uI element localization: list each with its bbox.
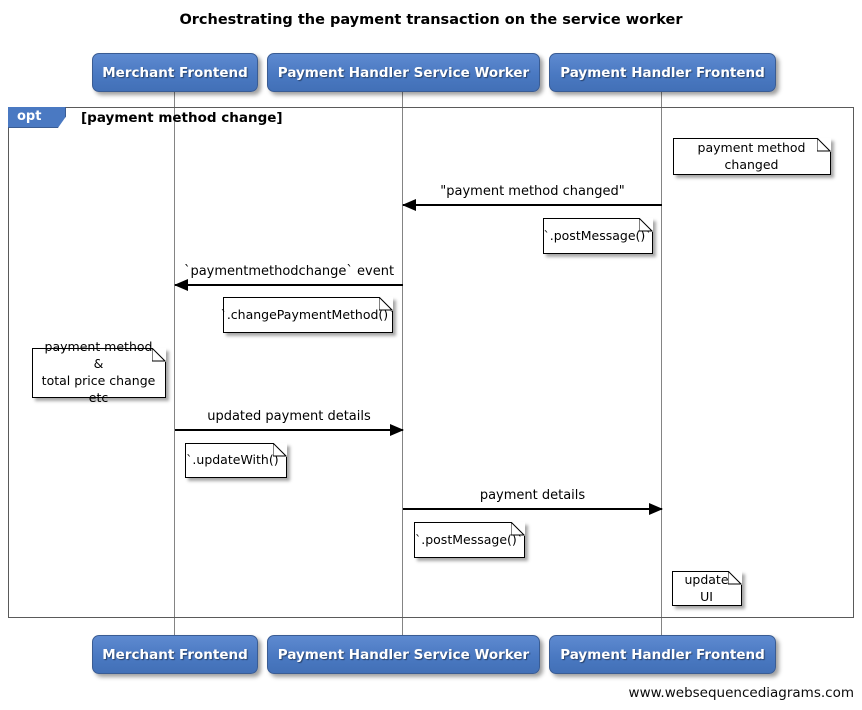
participant-merchant-frontend-bottom: Merchant Frontend xyxy=(92,635,258,674)
arrowhead-right-icon xyxy=(390,424,404,436)
message-line xyxy=(403,503,663,515)
participant-payment-handler-service-worker-top: Payment Handler Service Worker xyxy=(267,53,540,92)
note-postmessage-2: `.postMessage()` xyxy=(414,520,527,558)
watermark: www.websequencediagrams.com xyxy=(628,685,854,701)
note-text: `.postMessage()` xyxy=(415,531,524,547)
note-fold-icon xyxy=(635,216,655,236)
message-line xyxy=(175,424,404,436)
arrowhead-left-icon xyxy=(402,199,416,211)
note-updatewith: `.updateWith()` xyxy=(185,441,289,478)
opt-fragment-condition: [payment method change] xyxy=(81,110,283,126)
message-updated-payment-details: updated payment details xyxy=(175,409,404,436)
note-update-ui: update UI xyxy=(672,569,744,606)
note-text: payment method changed xyxy=(697,139,806,172)
note-text: payment method & total price change etc xyxy=(41,339,156,405)
message-payment-method-changed: "payment method changed" xyxy=(402,184,662,211)
message-line xyxy=(402,199,662,211)
note-text: `.changePaymentMethod()` xyxy=(220,306,395,322)
note-text: `.updateWith()` xyxy=(186,452,285,468)
lifeline-payment-handler-frontend xyxy=(661,92,662,635)
message-label: `paymentmethodchange` event xyxy=(183,264,395,279)
message-label: payment details xyxy=(479,488,586,503)
note-postmessage-1: `.postMessage()` xyxy=(543,216,655,254)
note-fold-icon xyxy=(375,295,395,315)
lifeline-payment-handler-service-worker xyxy=(402,92,403,635)
lifeline-merchant-frontend xyxy=(174,92,175,635)
arrowhead-right-icon xyxy=(649,503,663,515)
note-payment-method-changed: payment method changed xyxy=(673,136,833,175)
opt-fragment: opt [payment method change] xyxy=(8,107,854,618)
opt-fragment-operator-tab: opt xyxy=(8,107,66,128)
diagram-title: Orchestrating the payment transaction on… xyxy=(179,12,683,28)
note-fold-icon xyxy=(813,136,833,156)
message-label: updated payment details xyxy=(207,409,371,424)
participant-merchant-frontend-top: Merchant Frontend xyxy=(92,53,258,92)
participant-payment-handler-frontend-bottom: Payment Handler Frontend xyxy=(549,635,776,674)
message-paymentmethodchange-event: `paymentmethodchange` event xyxy=(174,264,403,291)
note-changepaymentmethod: `.changePaymentMethod()` xyxy=(220,295,395,333)
participant-payment-handler-service-worker-bottom: Payment Handler Service Worker xyxy=(267,635,540,674)
note-fold-icon xyxy=(724,569,744,589)
note-fold-icon xyxy=(148,346,168,366)
note-text: update UI xyxy=(684,571,729,604)
note-text: `.postMessage()` xyxy=(543,227,652,243)
message-label: "payment method changed" xyxy=(440,184,625,199)
participant-payment-handler-frontend-top: Payment Handler Frontend xyxy=(549,53,776,92)
note-fold-icon xyxy=(507,520,527,540)
note-payment-method-total-price: payment method & total price change etc xyxy=(32,339,168,405)
message-line xyxy=(174,279,403,291)
message-payment-details: payment details xyxy=(403,488,663,515)
arrowhead-left-icon xyxy=(174,279,188,291)
note-fold-icon xyxy=(269,441,289,461)
